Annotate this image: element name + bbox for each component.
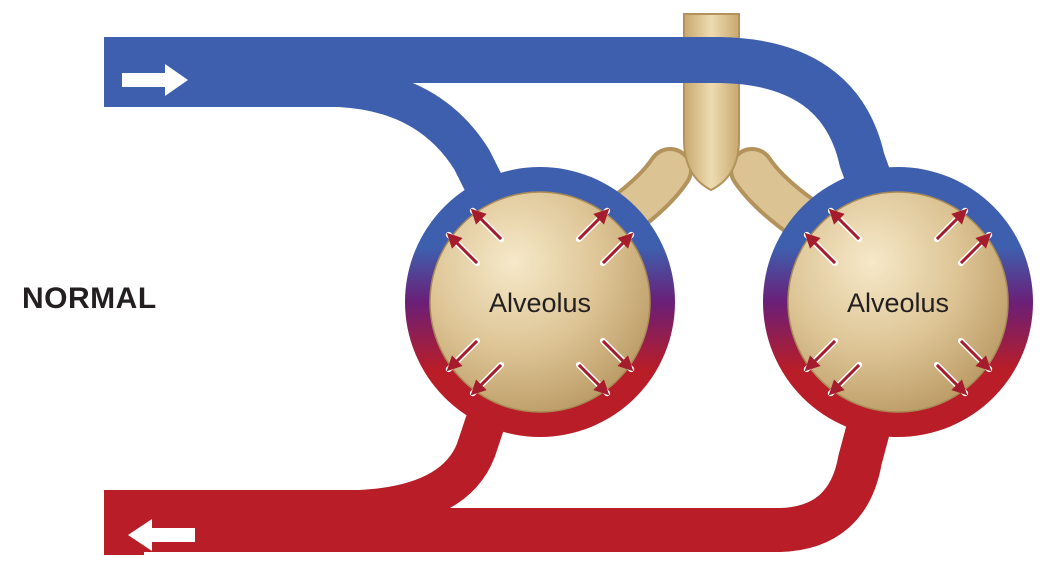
alveolus-label: Alveolus <box>489 288 591 318</box>
alveolus-label: Alveolus <box>847 288 949 318</box>
red-vessel <box>104 420 868 555</box>
alveolus-right: Alveolus <box>763 167 1033 437</box>
alveolus-left: Alveolus <box>405 167 675 437</box>
